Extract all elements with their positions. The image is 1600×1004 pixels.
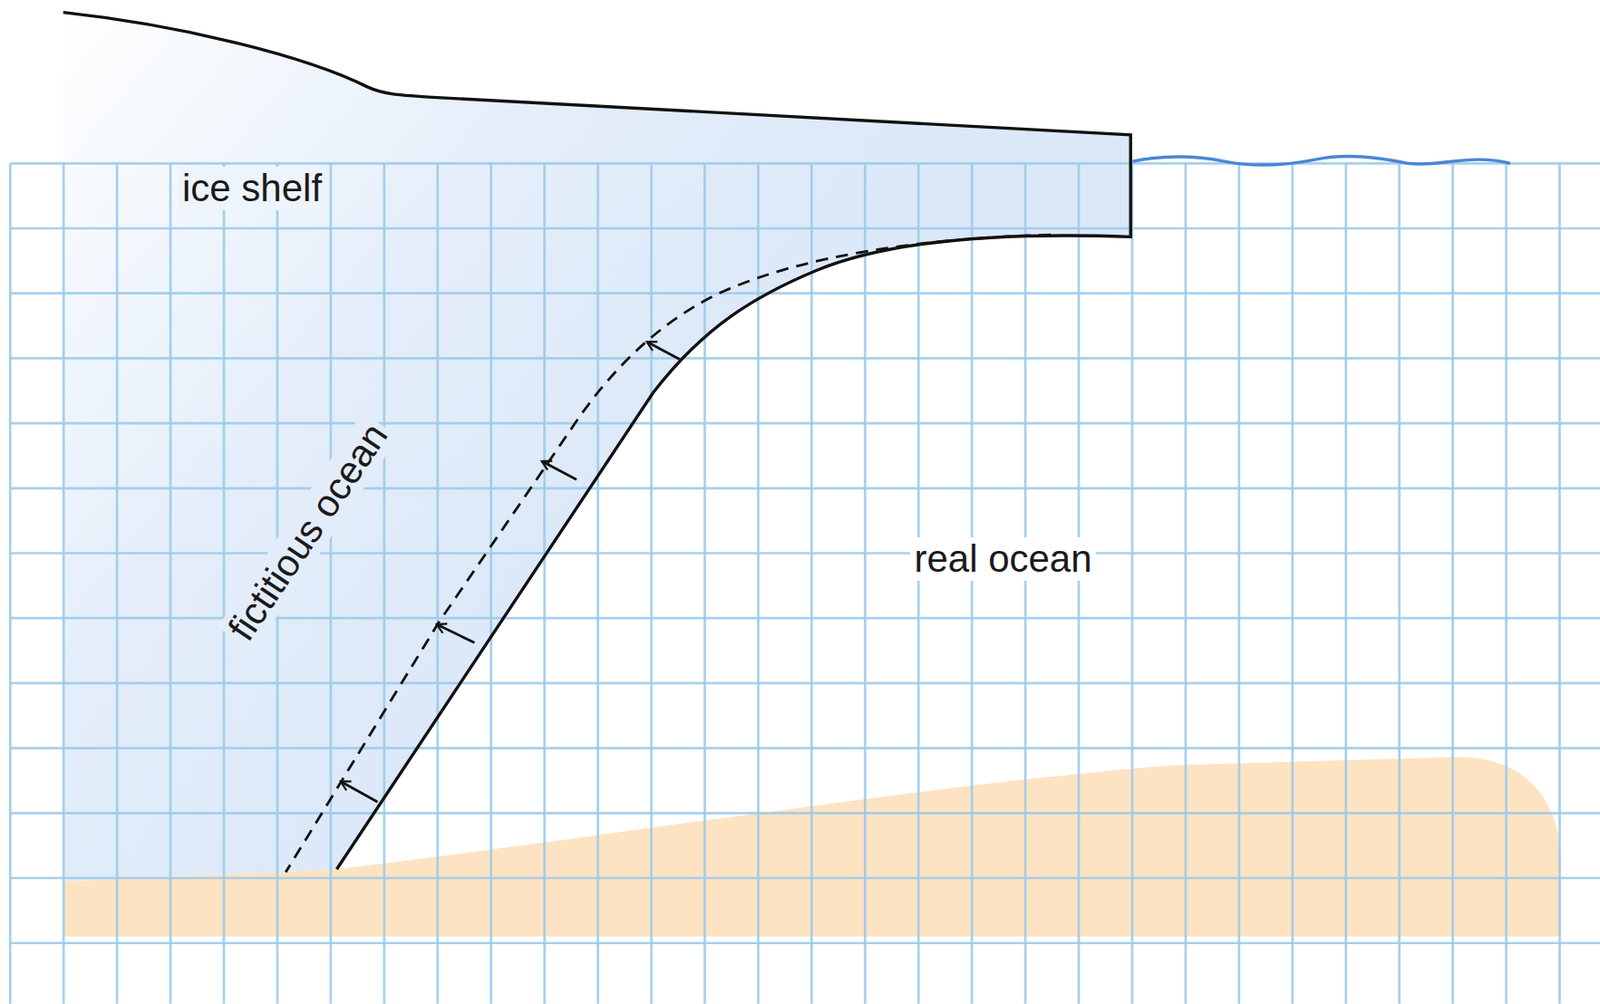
grid: [9, 163, 1600, 1004]
grid-line: [9, 357, 1600, 360]
grid-line: [9, 486, 1600, 490]
grid-line: [9, 291, 1600, 295]
ice-shelf-outline: [63, 12, 1131, 871]
grid-line: [9, 746, 1600, 750]
grid-line: [9, 877, 1600, 881]
grid-line: [9, 941, 1600, 945]
region-label: real ocean: [910, 537, 1096, 582]
grid-line: [9, 422, 1600, 426]
grid-line: [9, 682, 1600, 686]
displacement-arrows: [340, 341, 680, 803]
grid-line: [9, 812, 1600, 815]
grid-line: [9, 162, 1600, 165]
region-label: ice shelf: [178, 166, 326, 211]
grid-line: [9, 227, 1600, 231]
water-surface: [1132, 155, 1510, 165]
grid-line: [9, 552, 1600, 555]
